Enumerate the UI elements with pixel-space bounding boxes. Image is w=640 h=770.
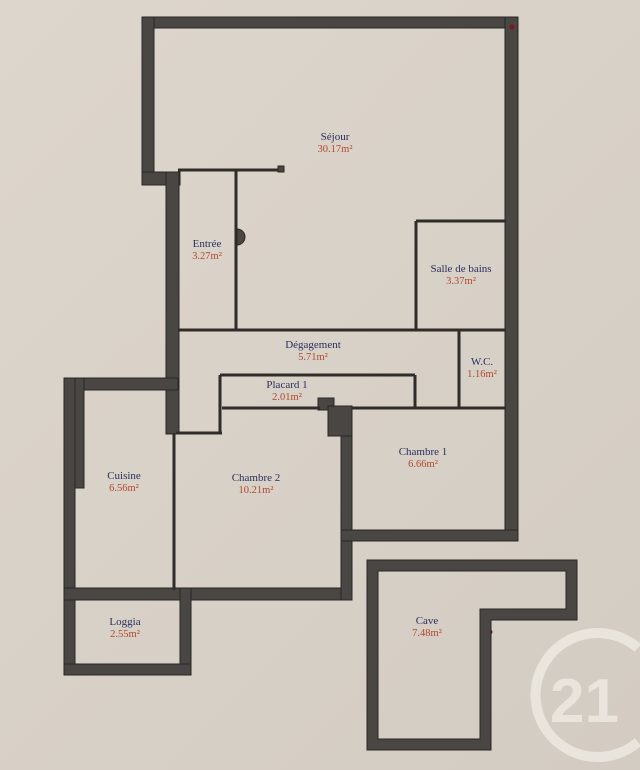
century21-logo-icon: 21 — [530, 628, 640, 762]
wall-top — [141, 16, 519, 29]
room-name: W.C. — [470, 356, 494, 368]
wall-left-entree — [165, 171, 180, 435]
room-area: 3.27m² — [192, 250, 222, 262]
room-name: Cuisine — [107, 470, 141, 482]
room-area: 1.16m² — [467, 368, 497, 380]
room-entree: Entrée 3.27m² — [192, 238, 222, 263]
marker-dot — [509, 24, 515, 30]
room-name: Loggia — [109, 616, 141, 628]
room-area: 2.01m² — [272, 391, 302, 403]
room-area: 5.71m² — [298, 351, 328, 363]
pillar-block — [327, 405, 353, 437]
wall-left-lower — [63, 377, 76, 675]
wall-bottom-loggia — [63, 663, 192, 676]
wall-right — [504, 16, 519, 542]
room-salle-de-bains: Salle de bains 3.37m² — [430, 263, 491, 288]
logo-text: 21 — [550, 667, 619, 736]
room-name: Chambre 1 — [398, 446, 448, 458]
room-cuisine: Cuisine 6.56m² — [107, 470, 141, 495]
room-name: Salle de bains — [430, 263, 492, 275]
room-area: 6.66m² — [408, 458, 438, 470]
wall-bottom-chambre2 — [63, 587, 353, 601]
room-sejour: Séjour 30.17m² — [318, 131, 353, 156]
room-loggia: Loggia 2.55m² — [109, 616, 140, 641]
room-name: Séjour — [320, 131, 350, 143]
room-cave: Cave 7.48m² — [412, 615, 442, 640]
room-placard-1: Placard 1 2.01m² — [266, 379, 307, 404]
room-area: 7.48m² — [412, 627, 442, 639]
room-chambre-2: Chambre 2 10.21m² — [232, 472, 281, 497]
wall-right-loggia — [179, 587, 192, 676]
room-area: 3.37m² — [446, 275, 476, 287]
room-name: Placard 1 — [266, 379, 308, 391]
door-hinge-icon — [236, 228, 246, 246]
wall-left-sejour — [141, 16, 155, 186]
room-name: Entrée — [192, 238, 222, 250]
room-wc: W.C. 1.16m² — [467, 356, 497, 381]
wall-bottom-chambre1 — [340, 529, 519, 542]
room-area: 6.56m² — [109, 482, 139, 494]
wall-end-cap — [277, 165, 285, 173]
room-area: 30.17m² — [317, 143, 353, 155]
room-name: Dégagement — [285, 339, 341, 351]
cave-walls — [366, 559, 578, 751]
room-area: 2.55m² — [110, 628, 140, 640]
room-chambre-1: Chambre 1 6.66m² — [399, 446, 448, 471]
room-name: Chambre 2 — [231, 472, 281, 484]
wall-right-chambre2 — [340, 407, 353, 601]
room-area: 10.21m² — [238, 484, 274, 496]
room-degagement: Dégagement 5.71m² — [285, 339, 341, 364]
room-name: Cave — [415, 615, 439, 627]
